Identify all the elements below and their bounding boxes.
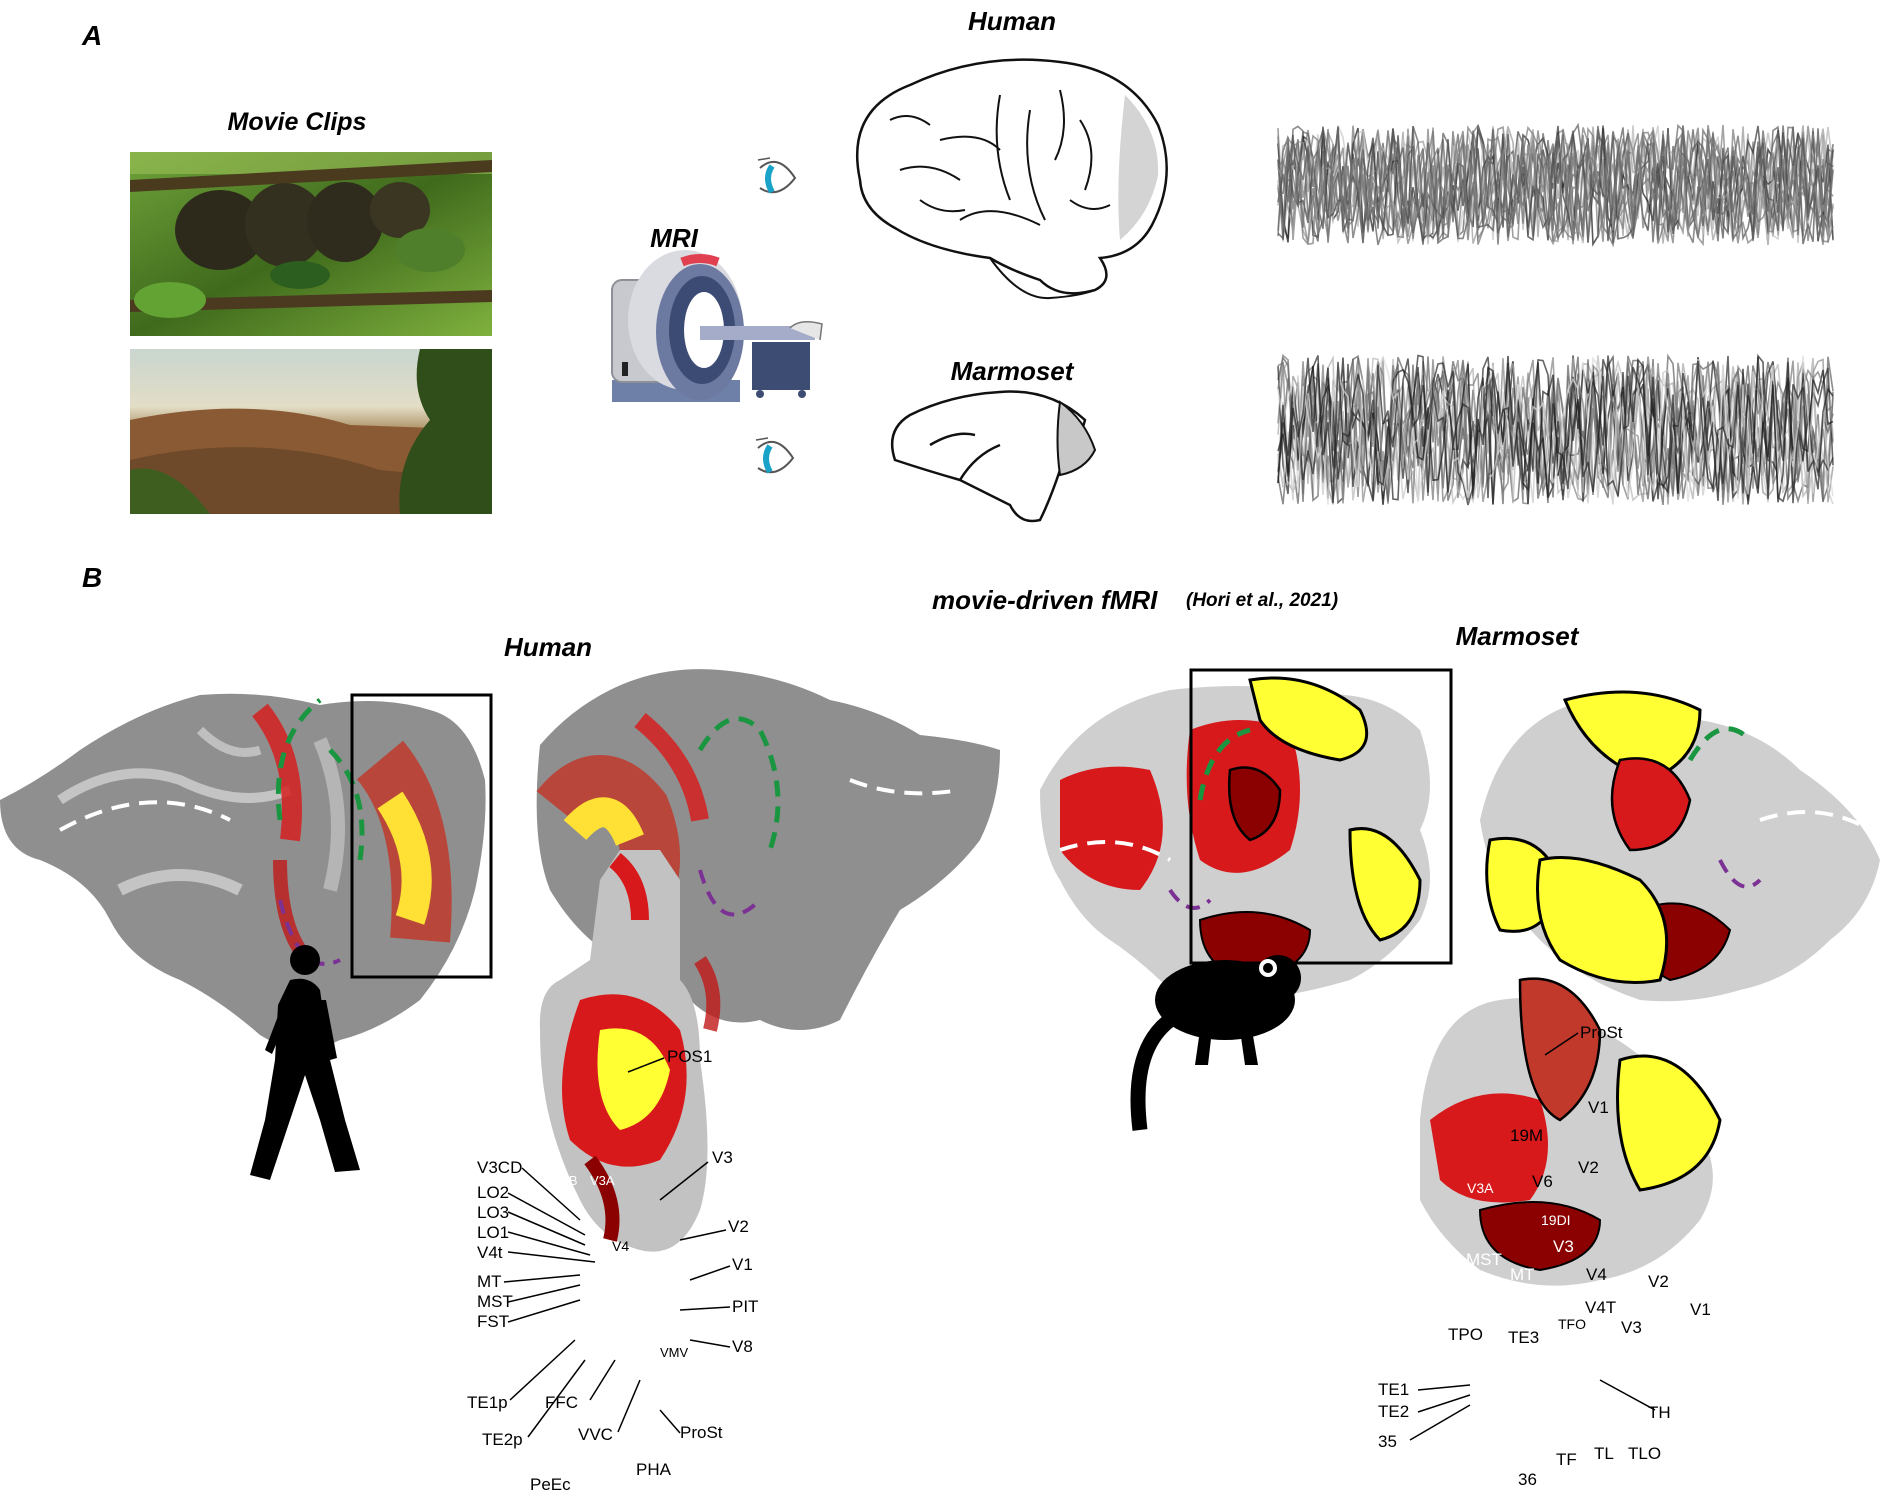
atlas-label-lo3: LO3 [477,1203,510,1222]
human-timeseries [1277,122,1834,248]
map-label-marm-v4: V4 [1586,1265,1607,1284]
atlas-label-pha: PHA [636,1460,671,1479]
map-label-19m: 19M [1510,1126,1544,1145]
atlas-label-v3cd: V3CD [477,1158,523,1177]
map-label-mst: MST [1466,1250,1502,1269]
map-label-ph: PH [582,1302,601,1317]
human-detail-map [539,850,708,1252]
atlas-label-pos1: POS1 [667,1047,713,1066]
map-label-v4t: V4T [1585,1298,1617,1317]
panel-label-b: B [82,562,103,593]
eye-icon [757,157,797,194]
atlas-label-ffc: FFC [545,1393,579,1412]
map-label-marm-v1: V1 [1588,1098,1609,1117]
map-label-v4: V4 [612,1238,630,1254]
map-label-v6: V6 [1532,1172,1553,1191]
human-flatmap-left [0,693,493,1049]
atlas-label-te2: TE2 [1378,1402,1410,1421]
mri-title: MRI [650,223,698,253]
atlas-label-v8: V8 [732,1337,753,1356]
map-label-v3a: V3A [590,1173,615,1188]
map-label-marm-v3-lower: V3 [1621,1318,1642,1337]
marmoset-timeseries [1277,353,1834,506]
mri-scanner-icon [611,250,823,402]
map-label-vmv: VMV [660,1345,689,1360]
atlas-label-peec: PeEc [530,1475,571,1494]
timeseries-trace [1277,353,1834,504]
atlas-label-vvc: VVC [578,1425,613,1444]
panel-label-a: A [82,20,103,51]
map-label-marm-v2: V2 [1578,1158,1599,1177]
atlas-label-marm-prost: ProSt [1580,1023,1623,1042]
movie-clips-title: Movie Clips [227,108,367,136]
map-label-v3b: V3B [553,1173,578,1188]
marmoset-brain-outline [890,390,1097,523]
map-label-marm-v2-lower: V2 [1648,1272,1669,1291]
atlas-label-mt: MT [477,1272,502,1291]
atlas-label-pit: PIT [732,1297,759,1316]
atlas-label-prost: ProSt [680,1423,723,1442]
atlas-label-te1p: TE1p [467,1393,508,1412]
atlas-label-te2p: TE2p [482,1430,523,1449]
human-brain-title: Human [967,6,1057,36]
atlas-label-tl: TL [1594,1444,1614,1463]
panel-a-graphics [130,58,1834,523]
panel-b-marmoset-title: Marmoset [1455,621,1579,651]
atlas-label-te1: TE1 [1378,1380,1410,1399]
human-brain-outline [855,58,1168,300]
atlas-label-tpo: TPO [1448,1325,1483,1344]
atlas-label-v2: V2 [728,1217,749,1236]
panel-b-title: movie-driven fMRI [932,585,1158,615]
atlas-label-35: 35 [1378,1432,1397,1451]
atlas-label-v4t: V4t [477,1243,503,1262]
timeseries-trace [1277,353,1834,504]
map-label-fst: FST [1513,1300,1540,1316]
atlas-label-fst: FST [477,1312,510,1331]
marmoset-detail-map [1420,856,1722,1286]
atlas-label-v1: V1 [732,1255,753,1274]
panel-b-citation: (Hori et al., 2021) [1186,590,1339,611]
map-label-tfo: TFO [1558,1316,1586,1332]
panel-b-graphics [0,668,1880,1286]
atlas-label-36: 36 [1518,1470,1537,1489]
map-label-19dl: 19DI [1541,1212,1571,1228]
movie-clip-landscape [130,349,492,514]
timeseries-trace [1277,354,1834,506]
marmoset-brain-title: Marmoset [950,356,1074,386]
human-walking-icon [250,945,360,1180]
map-label-mt: MT [1510,1265,1535,1284]
map-label-marm-v3: V3 [1553,1237,1574,1256]
atlas-label-lo2: LO2 [477,1183,510,1202]
map-label-ent: Ent [1490,1415,1516,1434]
panel-b-human-title: Human [503,632,593,662]
movie-clip-marmosets [130,152,492,336]
marmoset-icon [1130,955,1301,1131]
timeseries-trace [1277,125,1834,245]
atlas-label-v3: V3 [712,1148,733,1167]
atlas-label-lo1: LO1 [477,1223,510,1242]
atlas-label-te3: TE3 [1508,1328,1540,1347]
map-label-marm-v1-lower: V1 [1690,1300,1711,1319]
timeseries-trace [1277,122,1834,246]
eye-icon [755,437,795,474]
atlas-label-tlo: TLO [1628,1444,1662,1463]
map-label-marm-v3a: V3A [1467,1180,1494,1196]
atlas-label-th: TH [1648,1403,1671,1422]
atlas-label-tf: TF [1556,1450,1577,1469]
atlas-label-mst: MST [477,1292,513,1311]
